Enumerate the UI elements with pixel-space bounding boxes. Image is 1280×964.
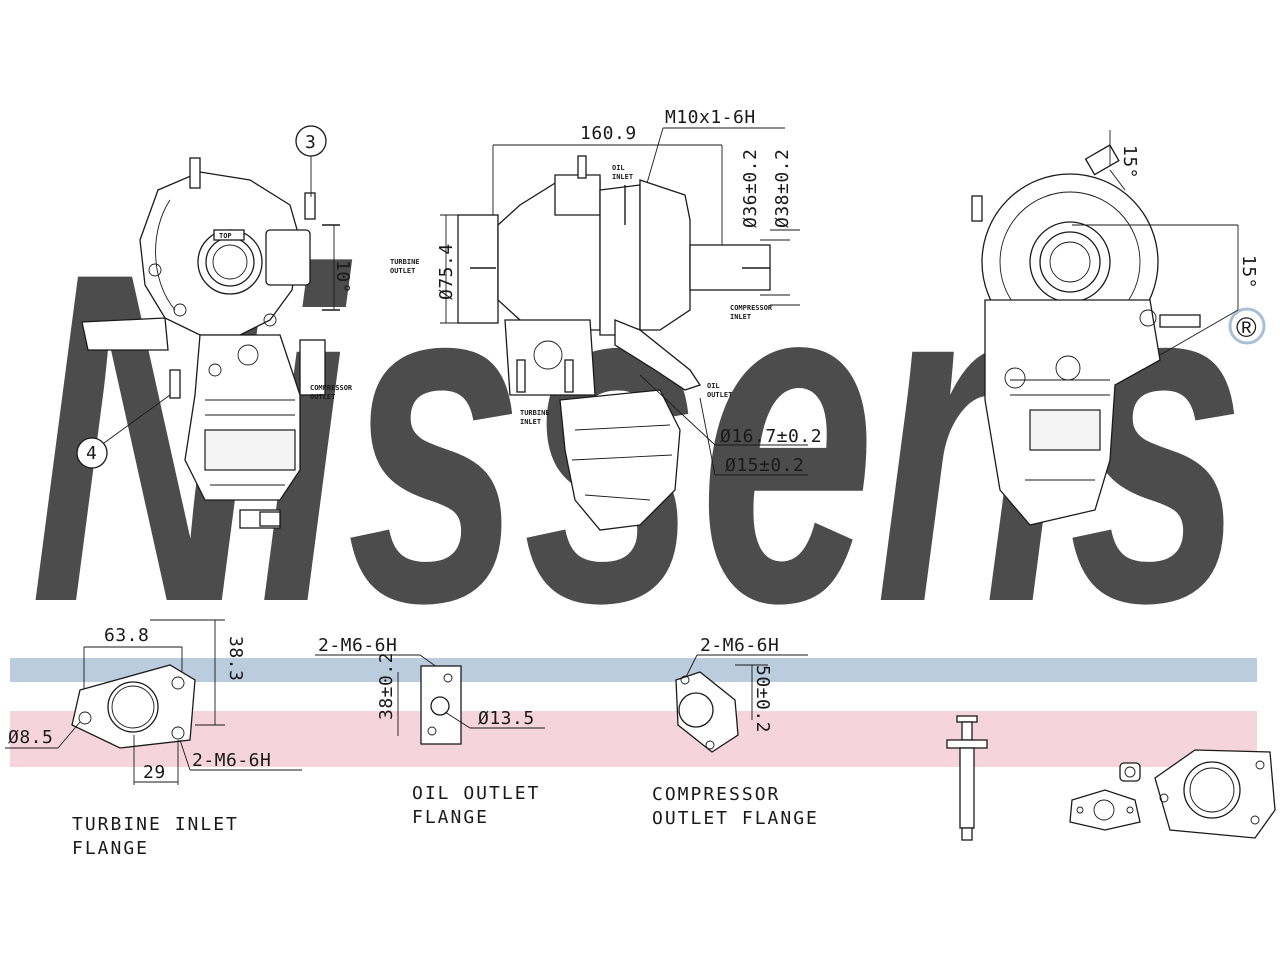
- dim-oil-38: 38±0.2: [376, 652, 397, 720]
- turbo-right-view: 15° 15°: [971, 130, 1259, 526]
- dim-thread-m10: M10x1-6H: [665, 107, 756, 128]
- oil-inlet-label-2: INLET: [612, 173, 633, 181]
- dim-dia-36: Ø36±0.2: [740, 149, 761, 228]
- dim-width-29: 29: [143, 762, 166, 783]
- label-oil-outlet-flange-1: OIL OUTLET: [412, 783, 540, 804]
- dim-dia-38: Ø38±0.2: [772, 149, 793, 228]
- watermark-blue-band: [10, 658, 1257, 682]
- dim-15-deg-top: 15°: [1119, 145, 1140, 179]
- dim-comp-50: 50±0.2: [752, 665, 773, 733]
- turbine-outlet-label-1: TURBINE: [390, 258, 420, 266]
- dim-15-deg-right: 15°: [1238, 255, 1259, 289]
- dim-thread-turbine: 2-M6-6H: [192, 750, 271, 771]
- compressor-inlet-label-2: INLET: [730, 313, 751, 321]
- included-parts: [946, 715, 1276, 841]
- oil-outlet-label-1: OIL: [707, 382, 720, 390]
- turbine-inlet-flange: 63.8 38.3 Ø8.5 29 2-M6-6H TURBINE INLET …: [5, 619, 302, 859]
- dim-10-deg: 10°: [332, 260, 353, 294]
- compressor-outlet-flange: 2-M6-6H 50±0.2 COMPRESSOR OUTLET FLANGE: [652, 635, 819, 829]
- oil-outlet-label-2: OUTLET: [707, 391, 732, 399]
- compressor-outlet-label-1: COMPRESSOR: [310, 384, 353, 392]
- turbo-middle-view: 160.9 M10x1-6H Ø75.4 TURBINE OUTLET Ø36±…: [390, 107, 822, 531]
- label-turbine-inlet-flange-1: TURBINE INLET: [72, 814, 239, 835]
- top-label: TOP: [219, 232, 232, 240]
- turbine-outlet-label-2: OUTLET: [390, 267, 415, 275]
- registered-mark-circle: [1228, 307, 1266, 345]
- callout-4: 4: [86, 443, 97, 464]
- turbine-inlet-label-2: INLET: [520, 418, 541, 426]
- turbine-inlet-label-1: TURBINE: [520, 409, 550, 417]
- oil-outlet-flange: 2-M6-6H 38±0.2 Ø13.5 OIL OUTLET FLANGE: [315, 635, 545, 828]
- compressor-inlet-label-1: COMPRESSOR: [730, 304, 773, 312]
- dim-dia-15: Ø15±0.2: [725, 455, 804, 476]
- dim-dia-75-4: Ø75.4: [436, 243, 457, 300]
- compressor-outlet-label-2: OUTLET: [310, 393, 335, 401]
- dim-dia-13-5: Ø13.5: [478, 708, 535, 729]
- label-oil-outlet-flange-2: FLANGE: [412, 807, 489, 828]
- turbo-left-view: TOP COMPRESSOR OUTLET 10° 3 4: [76, 125, 353, 529]
- dim-width-63-8: 63.8: [104, 625, 149, 646]
- label-compressor-outlet-flange-1: COMPRESSOR: [652, 784, 780, 805]
- callout-4-circle: [76, 437, 108, 469]
- dim-height-38-3: 38.3: [225, 636, 246, 681]
- callout-3: 3: [305, 132, 316, 153]
- dim-dia-16-7: Ø16.7±0.2: [720, 426, 822, 447]
- dim-thread-oil: 2-M6-6H: [318, 635, 397, 656]
- label-turbine-inlet-flange-2: FLANGE: [72, 838, 149, 859]
- dim-thread-comp: 2-M6-6H: [700, 635, 779, 656]
- registered-mark: ®: [1236, 312, 1257, 343]
- watermark-pink-band: [10, 711, 1257, 767]
- dim-length-160-9: 160.9: [580, 123, 637, 144]
- oil-inlet-label-1: OIL: [612, 164, 625, 172]
- dim-dia-8-5: Ø8.5: [8, 727, 53, 748]
- label-compressor-outlet-flange-2: OUTLET FLANGE: [652, 808, 819, 829]
